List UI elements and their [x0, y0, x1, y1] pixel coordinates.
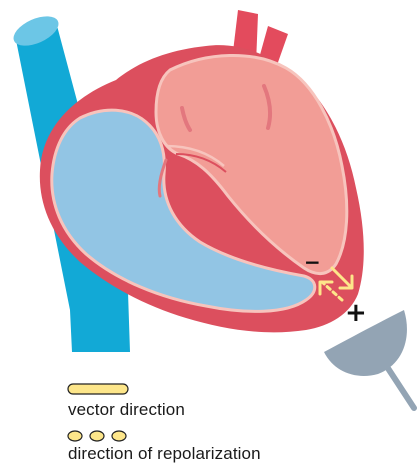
- repolarization-dots-swatch: [68, 431, 126, 441]
- minus-sign: −: [304, 252, 321, 272]
- repolarization-direction-label: direction of repolarization: [68, 445, 261, 462]
- plus-sign: +: [345, 300, 367, 326]
- vector-direction-label: vector direction: [68, 401, 185, 418]
- electrode: [324, 310, 414, 408]
- vector-direction-swatch: [68, 384, 128, 394]
